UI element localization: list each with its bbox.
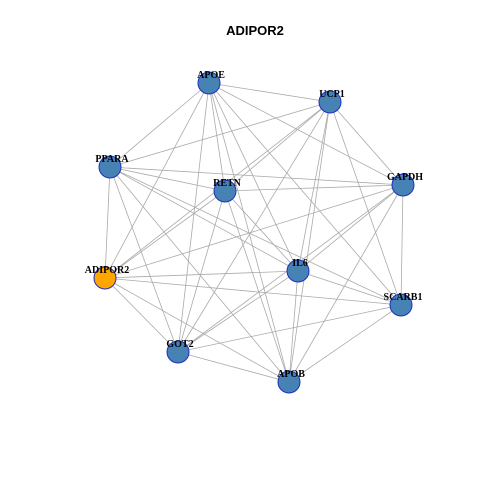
edge-ucp1-retn <box>224 101 331 192</box>
edge-ucp1-scarb1 <box>329 101 402 306</box>
node-label-got2: GOT2 <box>166 339 193 350</box>
edge-ucp1-gapdh <box>329 101 404 186</box>
node-ppara <box>98 155 122 179</box>
edge-retn-got2 <box>177 190 226 353</box>
node-label-il6: IL6 <box>292 258 308 269</box>
edge-apoe-il6 <box>208 82 299 272</box>
node-scarb1 <box>389 293 413 317</box>
node-layer <box>93 71 415 394</box>
edge-apoe-ppara <box>109 82 210 168</box>
edge-gapdh-il6 <box>297 184 404 272</box>
edge-ppara-scarb1 <box>109 166 402 306</box>
edge-adipor2-il6 <box>104 270 299 279</box>
node-label-scarb1: SCARB1 <box>384 292 423 303</box>
edge-scarb1-got2 <box>177 304 402 353</box>
edge-apoe-retn <box>208 82 226 192</box>
edge-ucp1-apob <box>288 101 331 383</box>
edge-ucp1-got2 <box>177 101 331 353</box>
edge-ucp1-ppara <box>109 101 331 168</box>
edge-gapdh-scarb1 <box>400 184 404 306</box>
edge-scarb1-apob <box>288 304 402 383</box>
node-adipor2 <box>93 266 117 290</box>
edge-apoe-adipor2 <box>104 82 210 279</box>
edge-ppara-got2 <box>109 166 179 353</box>
node-retn <box>213 179 237 203</box>
edge-apoe-scarb1 <box>208 82 402 306</box>
edge-apoe-gapdh <box>208 82 404 186</box>
edge-gapdh-adipor2 <box>104 184 404 279</box>
edge-gapdh-apob <box>288 184 404 383</box>
node-label-apoe: APOE <box>197 70 225 81</box>
edge-ppara-adipor2 <box>104 166 111 279</box>
edge-adipor2-scarb1 <box>104 277 402 306</box>
node-ucp1 <box>318 90 342 114</box>
node-label-retn: RETN <box>213 178 242 189</box>
node-label-apob: APOB <box>277 369 305 380</box>
edge-got2-apob <box>177 351 290 383</box>
node-il6 <box>286 259 310 283</box>
edge-il6-apob <box>288 270 299 383</box>
node-label-adipor2: ADIPOR2 <box>85 265 129 276</box>
edge-ppara-il6 <box>109 166 299 272</box>
node-label-ucp1: UCP1 <box>319 89 345 100</box>
edge-retn-apob <box>224 190 290 383</box>
node-apob <box>277 370 301 394</box>
node-gapdh <box>391 173 415 197</box>
edge-retn-il6 <box>224 190 299 272</box>
edge-adipor2-apob <box>104 277 290 383</box>
node-label-gapdh: GAPDH <box>387 172 423 183</box>
edge-ucp1-il6 <box>297 101 331 272</box>
edge-retn-adipor2 <box>104 190 226 279</box>
edge-adipor2-got2 <box>104 277 179 353</box>
edge-il6-scarb1 <box>297 270 402 306</box>
edge-layer <box>104 82 404 383</box>
edge-apoe-got2 <box>177 82 210 353</box>
edge-retn-gapdh <box>224 184 404 192</box>
edge-apoe-ucp1 <box>208 82 331 103</box>
edge-il6-got2 <box>177 270 299 353</box>
graph-title: ADIPOR2 <box>226 23 284 38</box>
edge-ppara-gapdh <box>109 166 404 186</box>
node-got2 <box>166 340 190 364</box>
node-apoe <box>197 71 221 95</box>
node-label-ppara: PPARA <box>95 154 129 165</box>
edge-ppara-retn <box>109 166 226 192</box>
